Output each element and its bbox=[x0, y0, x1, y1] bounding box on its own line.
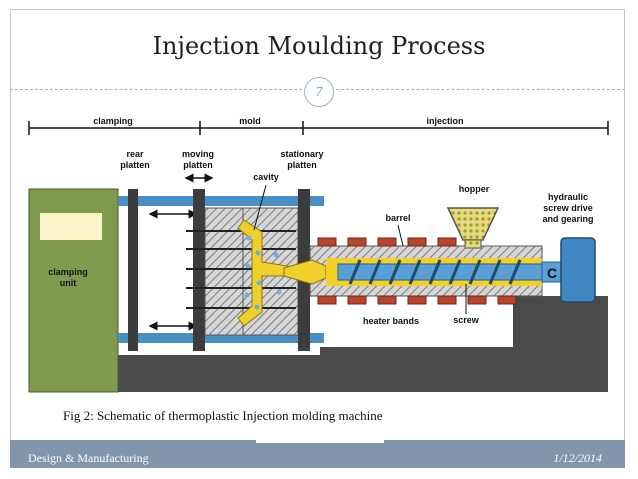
label-screw: screw bbox=[453, 315, 480, 325]
section-label-mold: mold bbox=[239, 116, 261, 126]
screw-flights bbox=[348, 259, 522, 285]
footer-notch bbox=[256, 437, 384, 443]
clamping-unit-window bbox=[40, 213, 102, 240]
mold-cavity bbox=[237, 219, 301, 327]
title-divider-left bbox=[10, 89, 302, 90]
title-divider-right bbox=[336, 89, 625, 90]
footer-course-title: Design & Manufacturing bbox=[28, 451, 149, 465]
page-number-badge: 7 bbox=[304, 77, 334, 107]
tie-bar-bottom bbox=[118, 333, 324, 343]
label-cavity: cavity bbox=[253, 172, 279, 182]
label-barrel: barrel bbox=[385, 213, 410, 223]
hopper-throat bbox=[464, 239, 482, 249]
machine-base bbox=[118, 296, 608, 392]
label-hopper: hopper bbox=[459, 184, 490, 194]
mold-moving-half bbox=[204, 207, 244, 336]
clamping-unit-label-1: clamping bbox=[48, 267, 88, 277]
cavity-bubbles bbox=[244, 235, 282, 310]
screw-shaft bbox=[337, 263, 559, 281]
footer-date: 1/12/2014 bbox=[553, 451, 602, 465]
slide-title: Injection Moulding Process bbox=[152, 32, 486, 60]
tie-bar-top bbox=[118, 196, 324, 206]
rear-platten bbox=[128, 189, 138, 351]
section-label-clamping: clamping bbox=[93, 116, 133, 126]
drive-rotation-icon: C bbox=[547, 265, 557, 281]
label-hydraulic-1: hydraulic bbox=[548, 192, 588, 202]
hydraulic-screw-drive bbox=[560, 237, 596, 303]
label-moving-platten-1: moving bbox=[182, 149, 214, 159]
footer-bar bbox=[10, 440, 625, 468]
label-rear-platten-2: platten bbox=[120, 160, 150, 170]
label-stationary-platten-2: platten bbox=[287, 160, 317, 170]
label-stationary-platten-1: stationary bbox=[280, 149, 323, 159]
section-dimension-line bbox=[28, 121, 609, 135]
hopper bbox=[446, 207, 500, 241]
label-heater-bands: heater bands bbox=[363, 316, 419, 326]
label-hydraulic-3: and gearing bbox=[542, 214, 593, 224]
heater-bands-bottom bbox=[317, 295, 517, 305]
section-label-injection: injection bbox=[426, 116, 463, 126]
figure-caption: Fig 2: Schematic of thermoplastic Inject… bbox=[63, 408, 383, 423]
label-rear-platten-1: rear bbox=[126, 149, 144, 159]
label-hydraulic-2: screw drive bbox=[543, 203, 593, 213]
heater-bands-top bbox=[317, 237, 457, 247]
label-moving-platten-2: platten bbox=[183, 160, 213, 170]
clamping-unit-label-2: unit bbox=[60, 278, 77, 288]
